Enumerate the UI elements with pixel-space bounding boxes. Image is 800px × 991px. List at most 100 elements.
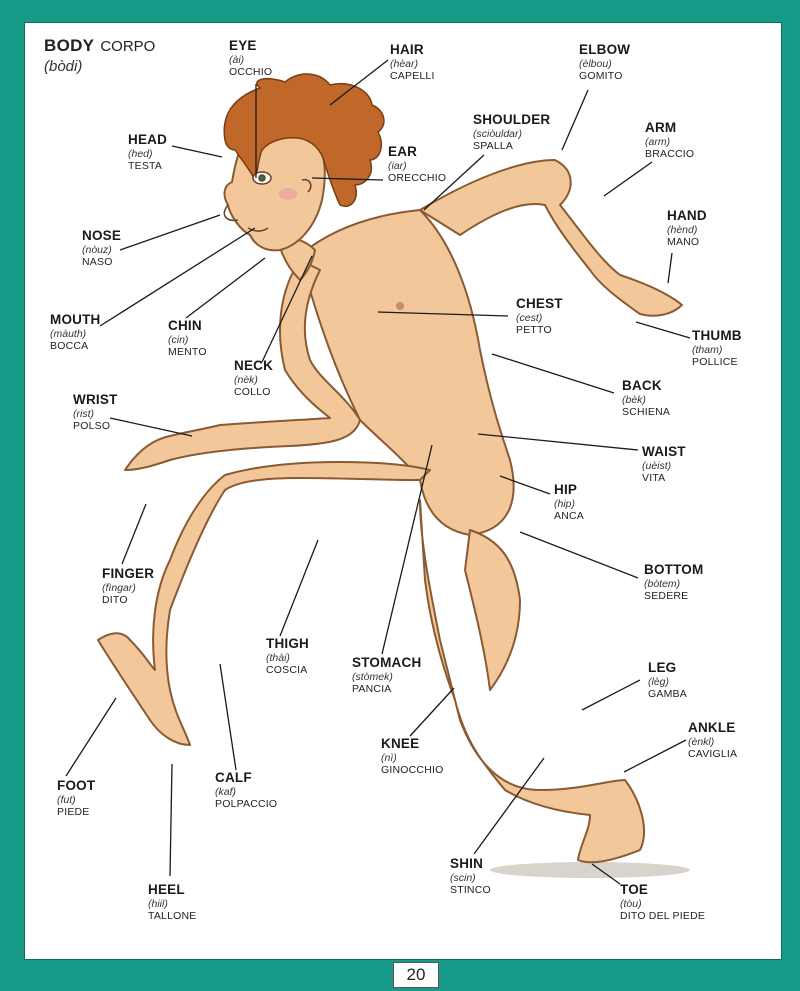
italian: TALLONE xyxy=(148,910,197,923)
pronunciation: (fìngar) xyxy=(102,581,136,594)
word: HAIR xyxy=(390,42,424,57)
word: WAIST xyxy=(642,444,686,459)
italian: TESTA xyxy=(128,160,163,173)
word: LEG xyxy=(648,660,677,675)
pronunciation: (nì) xyxy=(381,751,397,764)
label-leg: LEG(lèg)GAMBA xyxy=(648,660,800,701)
word: ANKLE xyxy=(688,720,736,735)
face-details xyxy=(223,171,404,310)
pronunciation: (hip) xyxy=(554,497,576,510)
title-it: CORPO xyxy=(100,38,156,55)
label-elbow: ELBOW(èlbou)GOMITO xyxy=(579,42,739,83)
word: MOUTH xyxy=(50,312,101,327)
word: THIGH xyxy=(266,636,309,651)
word: SHIN xyxy=(450,856,484,871)
label-bottom: BOTTOM(bòtem)SEDERE xyxy=(644,562,800,603)
label-ear: EAR(iar)ORECCHIO xyxy=(388,144,548,185)
label-foot: FOOT(fut)PIEDE xyxy=(57,778,217,819)
pronunciation: (stòmek) xyxy=(352,670,393,683)
italian: PIEDE xyxy=(57,806,90,819)
pronunciation: (nòuz) xyxy=(82,243,112,256)
word: STOMACH xyxy=(352,655,422,670)
italian: PETTO xyxy=(516,324,552,337)
label-eye: EYE(ài)OCCHIO xyxy=(229,38,389,79)
word: SHOULDER xyxy=(473,112,551,127)
word: NOSE xyxy=(82,228,122,243)
italian: SPALLA xyxy=(473,140,514,153)
italian: CAPELLI xyxy=(390,70,435,83)
page-number: 20 xyxy=(393,962,439,988)
pronunciation: (nèk) xyxy=(234,373,258,386)
italian: GAMBA xyxy=(648,688,687,701)
italian: VITA xyxy=(642,472,666,485)
pronunciation: (hènd) xyxy=(667,223,698,236)
word: HEEL xyxy=(148,882,185,897)
word: KNEE xyxy=(381,736,420,751)
word: NECK xyxy=(234,358,274,373)
label-calf: CALF(kaf)POLPACCIO xyxy=(215,770,375,811)
label-thigh: THIGH(thài)COSCIA xyxy=(266,636,426,677)
label-back: BACK(bèk)SCHIENA xyxy=(622,378,782,419)
label-nose: NOSE(nòuz)NASO xyxy=(82,228,242,269)
label-finger: FINGER(fìngar)DITO xyxy=(102,566,262,607)
italian: PANCIA xyxy=(352,683,392,696)
word: HIP xyxy=(554,482,578,497)
pronunciation: (ài) xyxy=(229,53,245,66)
title-en: BODY xyxy=(44,36,95,55)
pronunciation: (ènkl) xyxy=(688,735,715,748)
italian: ORECCHIO xyxy=(388,172,447,185)
word: CHIN xyxy=(168,318,202,333)
label-stomach: STOMACH(stòmek)PANCIA xyxy=(352,655,512,696)
pronunciation: (bèk) xyxy=(622,393,646,406)
italian: SEDERE xyxy=(644,590,689,603)
pronunciation: (kaf) xyxy=(215,785,236,798)
label-wrist: WRIST(rist)POLSO xyxy=(73,392,233,433)
pronunciation: (màuth) xyxy=(50,327,87,340)
pronunciation: (lèg) xyxy=(648,675,670,688)
label-thumb: THUMB(tham)POLLICE xyxy=(692,328,800,369)
label-neck: NECK(nèk)COLLO xyxy=(234,358,394,399)
label-hair: HAIR(hèar)CAPELLI xyxy=(390,42,550,83)
pronunciation: (uèist) xyxy=(642,459,672,472)
pronunciation: (thài) xyxy=(266,651,290,664)
label-chest: CHEST(cest)PETTO xyxy=(516,296,676,337)
label-mouth: MOUTH(màuth)BOCCA xyxy=(50,312,210,353)
italian: NASO xyxy=(82,256,113,269)
italian: POLPACCIO xyxy=(215,798,278,811)
word: WRIST xyxy=(73,392,118,407)
italian: COSCIA xyxy=(266,664,308,677)
italian: OCCHIO xyxy=(229,66,273,79)
word: CHEST xyxy=(516,296,563,311)
italian: BOCCA xyxy=(50,340,89,353)
word: THUMB xyxy=(692,328,742,343)
word: EAR xyxy=(388,144,418,159)
italian: SCHIENA xyxy=(622,406,671,419)
label-knee: KNEE(nì)GINOCCHIO xyxy=(381,736,541,777)
title-pronunciation: (bòdi) xyxy=(44,58,83,75)
pronunciation: (scin) xyxy=(450,871,476,884)
pronunciation: (sciòuldar) xyxy=(473,127,523,140)
pronunciation: (rist) xyxy=(73,407,94,420)
italian: DITO xyxy=(102,594,128,607)
italian: POLLICE xyxy=(692,356,738,369)
word: BACK xyxy=(622,378,662,393)
pronunciation: (cin) xyxy=(168,333,189,346)
word: TOE xyxy=(620,882,649,897)
word: HEAD xyxy=(128,132,168,147)
italian: COLLO xyxy=(234,386,271,399)
leader-lines xyxy=(65,59,691,885)
pronunciation: (tham) xyxy=(692,343,723,356)
italian: GOMITO xyxy=(579,70,623,83)
label-toe: TOE(tòu)DITO DEL PIEDE xyxy=(620,882,780,923)
italian: CAVIGLIA xyxy=(688,748,738,761)
italian: POLSO xyxy=(73,420,111,433)
word: ARM xyxy=(645,120,677,135)
italian: ANCA xyxy=(554,510,584,523)
pronunciation: (cest) xyxy=(516,311,543,324)
word: FOOT xyxy=(57,778,96,793)
pronunciation: (hiil) xyxy=(148,897,168,910)
italian: MANO xyxy=(667,236,700,249)
word: CALF xyxy=(215,770,252,785)
pronunciation: (fut) xyxy=(57,793,76,806)
